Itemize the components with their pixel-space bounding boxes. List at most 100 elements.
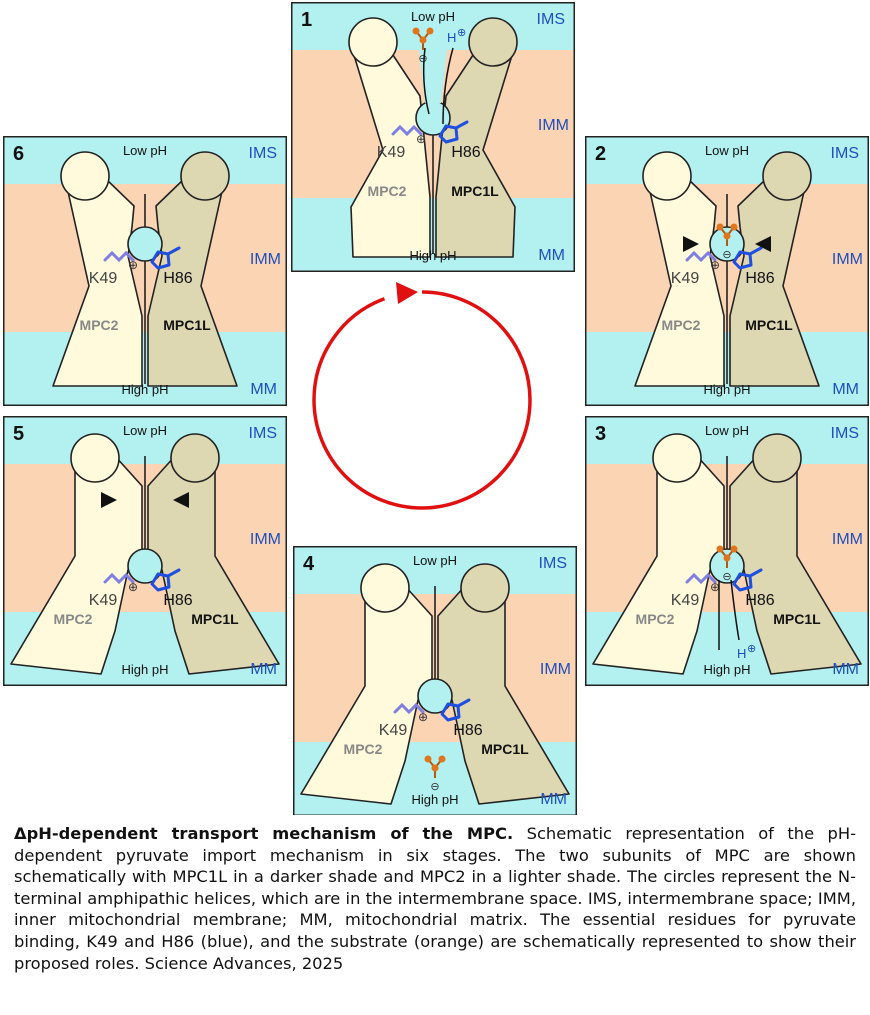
substrate-pyruvate: ⊖: [716, 545, 738, 583]
proton-path-arrow: [442, 47, 454, 125]
low-ph-label: Low pH: [123, 423, 167, 438]
cycle-arrow-head: [396, 282, 418, 304]
k49-sidechain: [103, 572, 135, 585]
substrate-atom: [716, 223, 724, 231]
proton-charge: ⊕: [457, 27, 466, 39]
mpc2-subunit: [10, 455, 143, 675]
mm-label: MM: [832, 661, 859, 678]
ims-region: [291, 2, 575, 50]
substrate-path-arrow: [422, 47, 430, 115]
high-ph-label: High pH: [122, 382, 169, 397]
mpc1l-subunit: [147, 455, 280, 675]
low-ph-label: Low pH: [411, 9, 455, 24]
mpc2-subunit: [350, 51, 431, 258]
h86-label: H86: [163, 592, 192, 609]
h86-label: H86: [745, 592, 774, 609]
mpc2-label: MPC2: [636, 611, 675, 627]
panel-frame: [291, 2, 575, 272]
ims-label: IMS: [831, 425, 859, 442]
high-ph-label: High pH: [410, 248, 457, 263]
mm-label: MM: [540, 791, 567, 808]
panel-frame: [585, 416, 869, 686]
mpc1l-subunit: [729, 455, 862, 675]
substrate-atom: [730, 545, 738, 553]
h86-ring: [732, 572, 753, 592]
mpc1l-label: MPC1L: [481, 741, 529, 757]
caption-title: ΔpH-dependent transport mechanism of the…: [14, 824, 514, 843]
squeeze-arrow-right: [173, 492, 189, 508]
low-ph-label: Low pH: [705, 423, 749, 438]
stage-number: 3: [595, 423, 606, 445]
substrate-atom: [723, 232, 731, 240]
substrate-atom: [438, 755, 446, 763]
mpc1l-helix-circle: [460, 563, 510, 613]
imm-label: IMM: [540, 661, 571, 678]
k49-charge: ⊕: [128, 258, 138, 272]
stage-number: 6: [13, 143, 24, 165]
mpc1l-label: MPC1L: [451, 183, 499, 199]
mpc1l-helix-circle: [752, 433, 802, 483]
k49-charge: ⊕: [710, 258, 720, 272]
h86-bond: [748, 246, 763, 256]
squeeze-arrow-left: [101, 492, 117, 508]
mpc2-helix-circle: [642, 151, 692, 201]
imm-label: IMM: [250, 251, 281, 268]
substrate-atom: [730, 223, 738, 231]
h86-label: H86: [451, 144, 480, 161]
mpc2-subunit: [300, 585, 433, 805]
panel-frame: [3, 416, 287, 686]
substrate-pyruvate: ⊖: [412, 27, 434, 65]
k49-label: K49: [89, 592, 118, 609]
k49-label: K49: [671, 270, 700, 287]
stage-number: 5: [13, 423, 24, 445]
mpc2-helix-circle: [70, 433, 120, 483]
mpc2-label: MPC2: [344, 741, 383, 757]
substrate-atom: [723, 554, 731, 562]
mpc2-helix-circle: [60, 151, 110, 201]
stage-number: 2: [595, 143, 606, 165]
ims-region: [585, 136, 869, 184]
mpc2-label: MPC2: [80, 317, 119, 333]
k49-charge: ⊕: [128, 580, 138, 594]
mpc1l-subunit: [147, 177, 238, 387]
mpc2-label: MPC2: [662, 317, 701, 333]
substrate-atom: [412, 27, 420, 35]
substrate-atom: [716, 545, 724, 553]
h86-bond: [454, 120, 469, 130]
mpc1l-label: MPC1L: [745, 317, 793, 333]
mpc2-subunit: [592, 455, 725, 675]
cycle-arrow: [312, 290, 532, 510]
squeeze-arrow-right: [755, 236, 771, 252]
k49-sidechain: [685, 250, 717, 263]
ims-region: [3, 136, 287, 184]
h86-ring: [438, 124, 459, 144]
proton-path-arrow: [730, 579, 740, 641]
mpc2-label: MPC2: [368, 183, 407, 199]
h86-bond: [456, 698, 471, 708]
high-ph-label: High pH: [704, 382, 751, 397]
k49-charge: ⊕: [418, 710, 428, 724]
panel-frame: [585, 136, 869, 406]
mm-label: MM: [832, 381, 859, 398]
caption-body: Schematic representation of the pH-depen…: [14, 824, 856, 973]
h86-bond: [166, 246, 181, 256]
mpc2-helix-circle: [360, 563, 410, 613]
substrate-charge: ⊖: [722, 249, 731, 261]
mpc1l-label: MPC1L: [773, 611, 821, 627]
imm-label: IMM: [832, 531, 863, 548]
imm-label: IMM: [832, 251, 863, 268]
proton-label: H: [737, 646, 746, 661]
substrate-charge: ⊖: [430, 781, 439, 793]
substrate-atom: [424, 755, 432, 763]
mm-label: MM: [250, 661, 277, 678]
mpc1l-helix-circle: [468, 17, 518, 67]
proton-charge: ⊕: [747, 643, 756, 655]
mm-label: MM: [250, 381, 277, 398]
k49-label: K49: [671, 592, 700, 609]
high-ph-label: High pH: [704, 662, 751, 677]
